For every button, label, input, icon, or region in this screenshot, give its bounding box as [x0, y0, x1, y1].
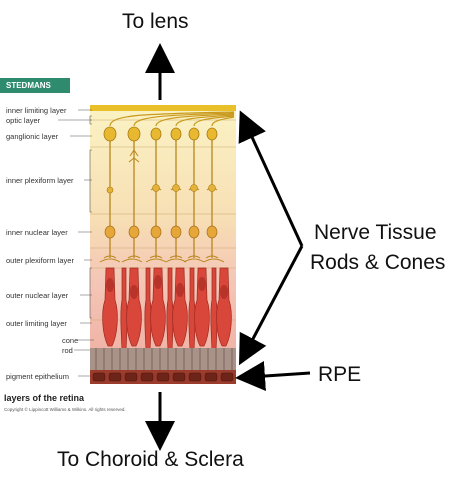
rpe-label: RPE — [318, 363, 362, 386]
rod-cell — [210, 267, 218, 351]
cone-cell — [194, 267, 210, 347]
arrow-nerve-tissue-up — [238, 110, 304, 247]
layer-label-outer-nuclear: outer nuclear layer — [6, 291, 69, 300]
copyright-note: Copyright © Lippincott Williams & Wilkin… — [4, 407, 126, 412]
cone-cell — [126, 267, 142, 347]
layer-label-outer-plexiform: outer plexiform layer — [6, 256, 74, 265]
stedmans-badge: STEDMANS — [0, 78, 70, 93]
synapse-node — [208, 184, 216, 192]
rods-cones-label: Rods & Cones — [310, 251, 446, 274]
synapse-node — [172, 184, 180, 192]
rod-cell — [188, 267, 196, 351]
inner-limiting-membrane — [90, 105, 236, 111]
rpe-cells — [92, 372, 234, 382]
ganglion-cell — [188, 127, 200, 141]
bipolar-cell — [170, 225, 182, 239]
ganglion-cells — [103, 126, 218, 142]
bipolar-cell — [206, 225, 218, 239]
layer-label-inner-nuclear: inner nuclear layer — [6, 228, 68, 237]
cone-cell — [150, 267, 166, 347]
rod-cell — [120, 267, 128, 351]
arrows — [145, 43, 311, 451]
ganglion-cell — [206, 127, 218, 141]
layer-label-pigment-epithelium: pigment epithelium — [6, 372, 69, 381]
to-lens-label: To lens — [122, 10, 189, 33]
bipolar-cells — [104, 225, 218, 239]
layer-brackets — [89, 115, 92, 319]
nerve-tissue-label: Nerve Tissue — [314, 221, 437, 244]
layer-label-outer-limiting: outer limiting layer — [6, 319, 67, 328]
figure-caption: layers of the retina — [4, 393, 85, 403]
layer-label-inner-limiting: inner limiting layer — [6, 106, 67, 115]
bipolar-cell — [188, 225, 200, 239]
outer-segment-stripes — [95, 348, 233, 370]
photoreceptor-nuclei — [106, 275, 228, 299]
layer-label-rod: rod — [62, 346, 73, 355]
layer-label-optic: optic layer — [6, 116, 41, 125]
arrow-rpe — [235, 361, 311, 391]
synapse-node — [106, 186, 114, 194]
cone-cell — [216, 267, 232, 347]
rod-cell — [144, 267, 152, 351]
ganglion-cell — [127, 126, 141, 142]
bipolar-cell — [150, 225, 162, 239]
ganglion-cell — [150, 127, 162, 141]
layer-label-inner-plexiform: inner plexiform layer — [6, 176, 74, 185]
plexiform-nodes — [106, 184, 216, 194]
label-leader-lines — [58, 109, 94, 377]
layer-label-cone: cone — [62, 336, 79, 345]
bipolar-cell — [104, 225, 116, 239]
synapse-node — [190, 184, 198, 192]
ganglion-cell — [170, 127, 182, 141]
synapse-node — [152, 184, 160, 192]
outer-segment-zone — [90, 348, 236, 370]
layer-label-ganglionic: ganglionic layer — [6, 132, 59, 141]
rod-cell — [166, 267, 174, 351]
optic-fibers — [109, 111, 235, 127]
ganglion-cell — [103, 126, 117, 142]
bipolar-cell — [128, 225, 140, 239]
arrow-rods-cones-down — [238, 245, 304, 366]
to-choroid-sclera-label: To Choroid & Sclera — [57, 448, 244, 471]
